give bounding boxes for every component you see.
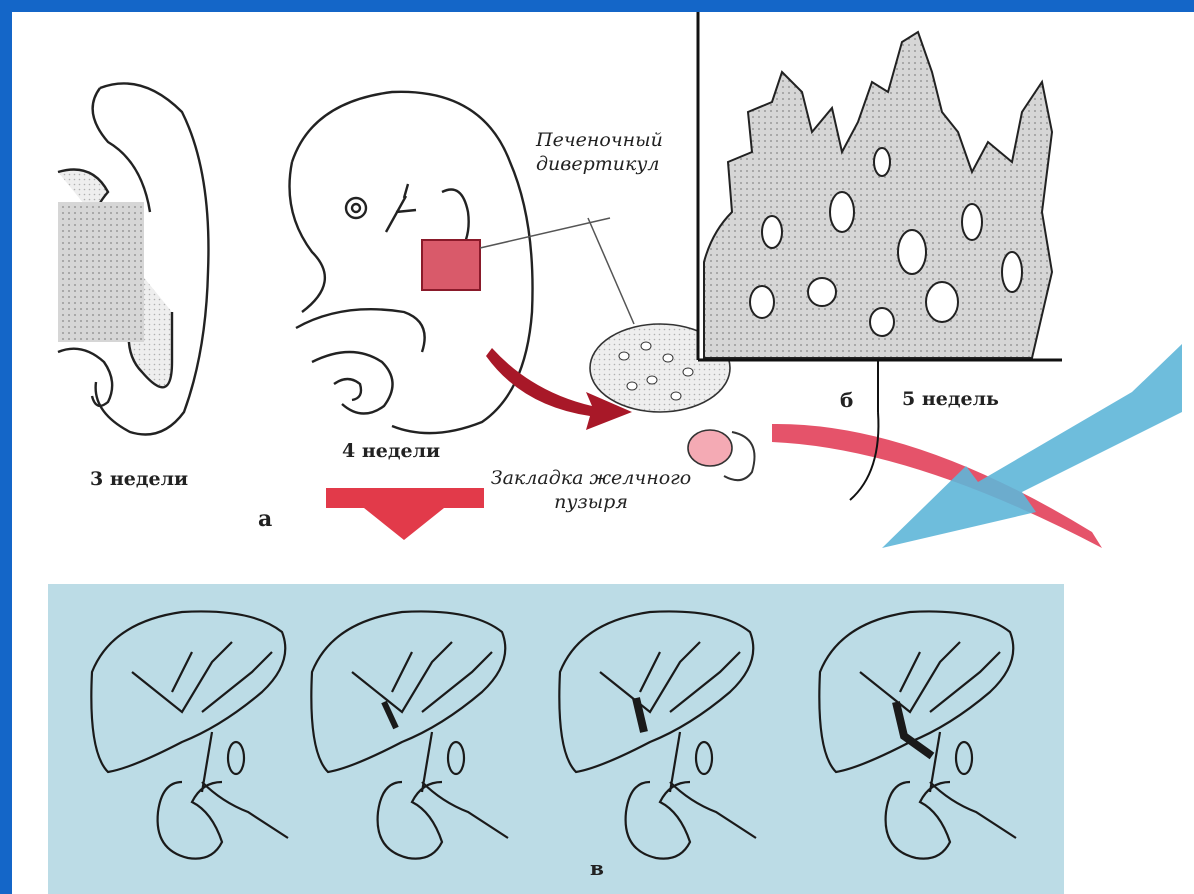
gallbladder-bud-label: Закладка желчного пузыря (456, 466, 726, 514)
week-5-label: 5 недель (902, 388, 999, 410)
week-3-label: 3 недели (90, 468, 188, 490)
panel-b-label: б (840, 388, 853, 412)
diverticulum-highlight-box (422, 240, 480, 290)
panel-v-label: в (590, 856, 604, 880)
panel-a-label: а (258, 506, 272, 532)
week-4-label: 4 недели (342, 440, 440, 462)
hepatic-diverticulum-label: Печеночный дивертикул (536, 128, 706, 176)
liver-tissue-5-weeks (698, 12, 1062, 500)
embryo-3-weeks (58, 83, 208, 434)
slide: Печеночный дивертикул Закладка желчного … (12, 12, 1194, 894)
embryo-4-weeks (290, 92, 533, 433)
blue-arrow (882, 344, 1182, 548)
